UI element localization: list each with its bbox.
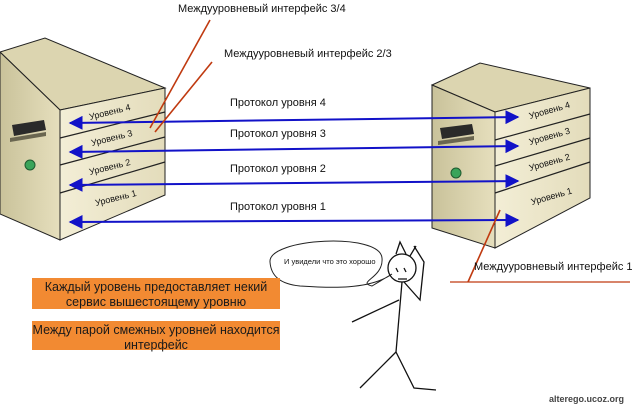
protocol-3-arrow <box>68 139 520 159</box>
interface-3-4-pointer <box>149 19 211 129</box>
stick-figure-face <box>395 267 407 280</box>
stick-figure-body <box>395 281 403 353</box>
protocol-4-arrow <box>68 110 520 130</box>
caption-box-services-line2: сервис вышестоящему уровню <box>65 295 247 309</box>
left-server: Уровень 4 Уровень 3 Уровень 2 Уровень 1 <box>0 37 167 241</box>
speech-bubble-text: И увидели что это хорошо <box>284 257 376 266</box>
right-server-side <box>431 84 496 249</box>
interface-1-2-label: Междууровневый интерфейс 1/2 <box>474 261 632 273</box>
caption-box-interface: Между парой смежных уровней находится ин… <box>32 321 280 352</box>
protocol-4-label: Протокол уровня 4 <box>230 97 326 109</box>
protocol-arrows <box>68 110 520 229</box>
left-drive-slot <box>12 120 46 136</box>
right-level-divider <box>494 113 591 141</box>
stick-figure-arm <box>351 299 400 323</box>
protocol-1-label: Протокол уровня 1 <box>230 201 326 213</box>
interface-1-2-pointer <box>467 209 501 283</box>
right-power-button <box>450 167 462 179</box>
protocol-3-label: Протокол уровня 3 <box>230 128 326 140</box>
caption-box-interface-line1: Между парой смежных уровней находится <box>32 323 280 337</box>
stick-figure-arm-up <box>403 245 425 302</box>
stick-figure-leg-right <box>395 351 437 391</box>
speech-bubble: И увидели что это хорошо <box>269 240 393 288</box>
speech-bubble-shape <box>269 240 393 288</box>
interface-3-4-label: Междууровневый интерфейс 3/4 <box>178 3 346 15</box>
stick-figure-leg-left <box>359 351 397 389</box>
interface-2-3-pointer <box>154 61 213 133</box>
interface-2-3-label: Междууровневый интерфейс 2/3 <box>224 48 392 60</box>
caption-box-services: Каждый уровень предоставляет некий серви… <box>32 278 280 309</box>
stick-figure <box>351 240 437 391</box>
left-power-button <box>24 159 36 171</box>
watermark: alterego.ucoz.org <box>549 394 624 404</box>
protocol-1-arrow <box>68 213 520 229</box>
protocol-2-label: Протокол уровня 2 <box>230 163 326 175</box>
protocol-2-arrow <box>68 174 520 192</box>
left-drive-slot-lip <box>10 132 46 142</box>
caption-box-services-line1: Каждый уровень предоставляет некий <box>44 280 268 294</box>
stick-figure-head <box>387 253 417 283</box>
right-level-divider <box>494 137 591 167</box>
caption-box-interface-line2: интерфейс <box>124 338 188 352</box>
